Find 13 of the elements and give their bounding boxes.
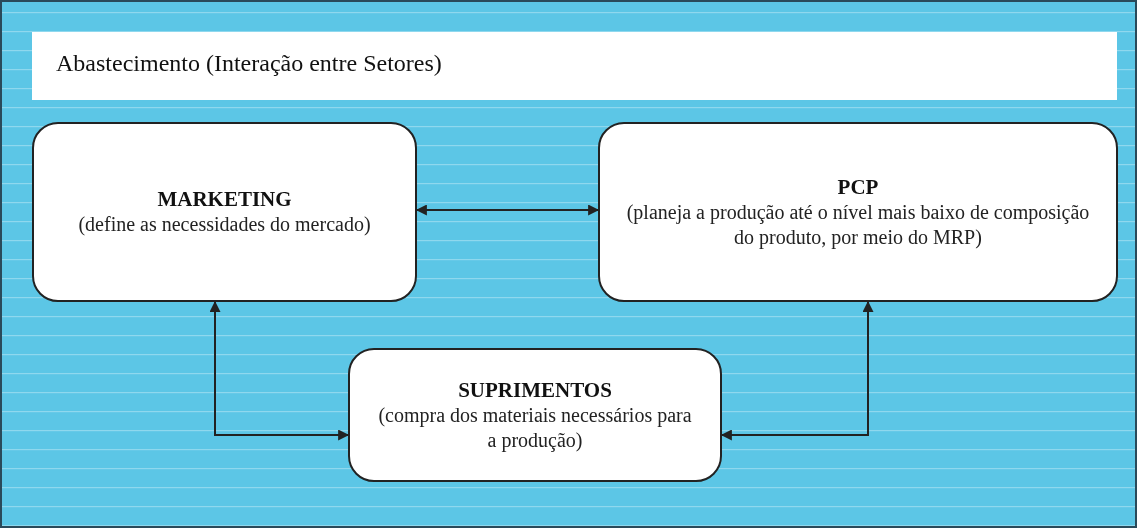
rounded-box	[32, 122, 417, 302]
double-arrow	[415, 204, 600, 216]
box-heading: SUPRIMENTOS	[458, 377, 612, 403]
box-description: (planeja a produção até o nível mais baixo de composição do produto, por meio do MRP)	[625, 199, 1091, 250]
title: Abastecimento (Interação entre Setores)	[56, 50, 442, 77]
box-description: (compra dos materiais necessários para a produção)	[377, 402, 693, 453]
double-arrow	[209, 300, 350, 441]
double-arrow	[720, 300, 874, 441]
rounded-box	[348, 348, 722, 482]
rounded-box	[598, 122, 1118, 302]
box-description: (define as necessidades do mercado)	[78, 212, 371, 237]
box-heading: MARKETING	[157, 187, 292, 212]
box-heading: PCP	[837, 174, 879, 200]
